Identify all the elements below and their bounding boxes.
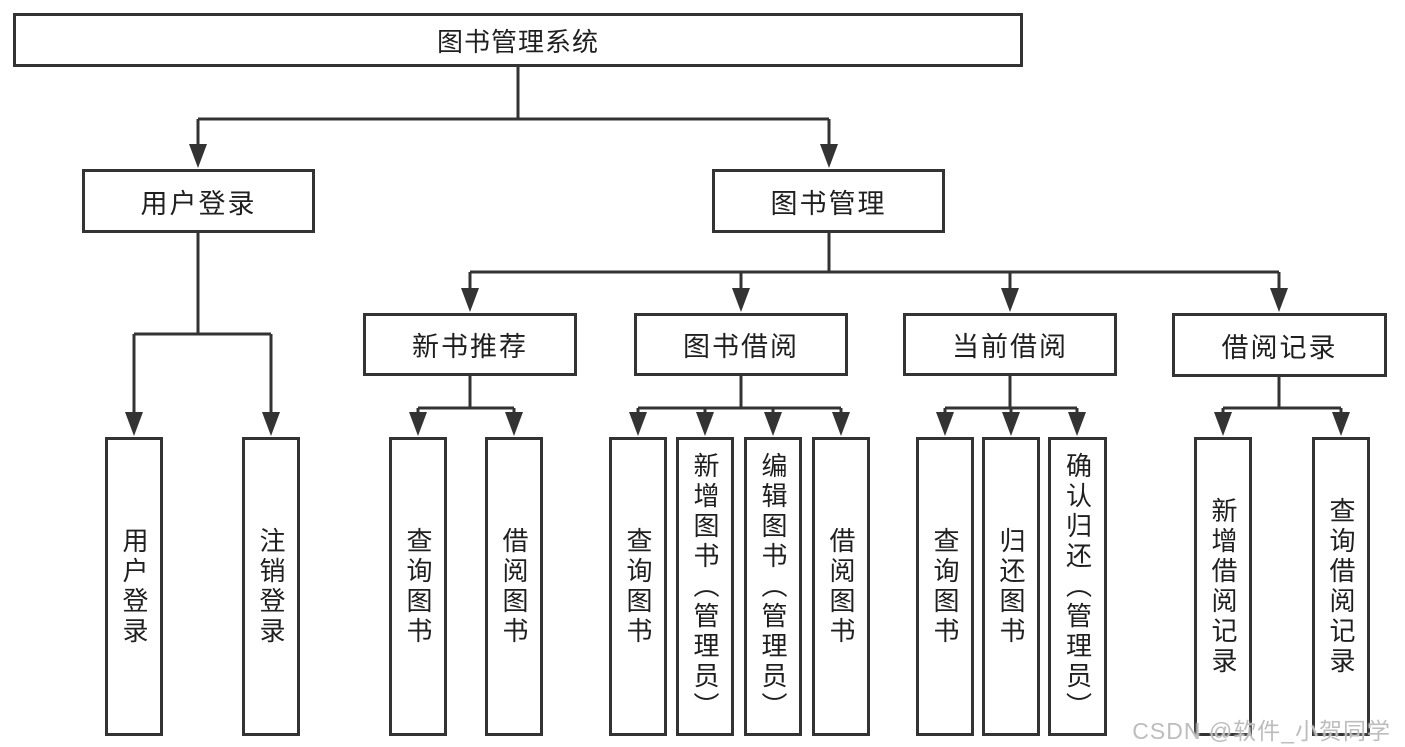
- leaf-label: 查询图书: [930, 526, 960, 647]
- node-book-management: 图书管理: [712, 169, 945, 233]
- leaf-logout-login: 注销登录: [242, 437, 300, 736]
- leaf-bb-query-books: 查询图书: [609, 437, 667, 736]
- leaf-user-login: 用户登录: [105, 437, 163, 736]
- leaf-br-query-borrow-record: 查询借阅记录: [1312, 437, 1370, 736]
- leaf-label: 查询图书: [403, 526, 433, 647]
- node-root-library-management-system: 图书管理系统: [13, 13, 1023, 67]
- leaf-cb-confirm-return-admin: 确认归还（管理员）: [1048, 437, 1107, 736]
- node-borrow-records: 借阅记录: [1172, 313, 1387, 377]
- node-current-borrowing: 当前借阅: [903, 313, 1117, 376]
- node-book-borrowing: 图书借阅: [634, 313, 848, 376]
- leaf-bb-edit-books-admin: 编辑图书（管理员）: [744, 437, 802, 736]
- leaf-label: 借阅图书: [499, 526, 529, 647]
- leaf-label: 注销登录: [256, 526, 286, 647]
- leaf-label: 确认归还（管理员）: [1062, 451, 1093, 722]
- leaf-cb-return-books: 归还图书: [982, 437, 1040, 736]
- csdn-watermark: CSDN @软件_小贺同学: [1132, 718, 1391, 744]
- leaf-nb-borrow-books: 借阅图书: [485, 437, 543, 736]
- leaf-bb-add-books-admin: 新增图书（管理员）: [676, 437, 734, 736]
- leaf-label: 新增图书（管理员）: [690, 451, 720, 722]
- leaf-label: 编辑图书（管理员）: [758, 451, 788, 722]
- leaf-label: 查询借阅记录: [1326, 496, 1356, 677]
- leaf-label: 新增借阅记录: [1208, 496, 1238, 677]
- leaf-bb-borrow-books: 借阅图书: [812, 437, 870, 736]
- node-new-book-recommend: 新书推荐: [363, 313, 577, 376]
- leaf-label: 查询图书: [623, 526, 653, 647]
- leaf-label: 用户登录: [119, 526, 149, 647]
- node-user-login: 用户登录: [82, 169, 315, 233]
- leaf-label: 借阅图书: [826, 526, 856, 647]
- leaf-nb-query-books: 查询图书: [389, 437, 447, 736]
- leaf-label: 归还图书: [996, 526, 1026, 647]
- leaf-br-add-borrow-record: 新增借阅记录: [1194, 437, 1252, 736]
- leaf-cb-query-books: 查询图书: [916, 437, 974, 736]
